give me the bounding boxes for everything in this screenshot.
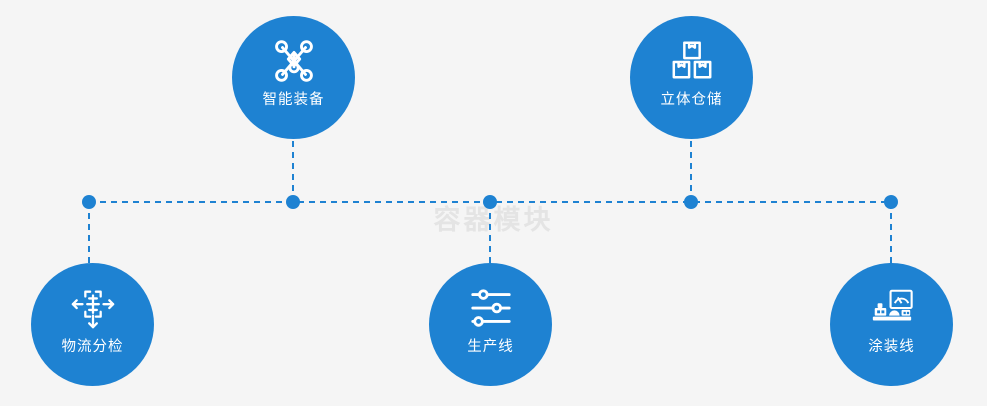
stacked-boxes-icon	[672, 41, 711, 79]
node-label: 智能装备	[262, 92, 325, 108]
node-production-line[interactable]: 生产线	[429, 263, 552, 386]
sliders-icon	[470, 289, 511, 327]
node-label: 物流分检	[61, 339, 124, 355]
node-label: 涂装线	[868, 339, 915, 355]
node-stereoscopic-warehouse[interactable]: 立体仓储	[630, 16, 753, 139]
factory-machine-icon	[872, 289, 913, 321]
node-intelligent-equipment[interactable]: 智能装备	[232, 16, 355, 139]
node-logistics-sorting[interactable]: 物流分检	[31, 263, 154, 386]
network-nodes-icon	[274, 40, 313, 82]
node-label: 生产线	[467, 339, 514, 355]
sorting-arrows-icon	[71, 290, 114, 329]
node-painting-line[interactable]: 涂装线	[830, 263, 953, 386]
node-label: 立体仓储	[660, 92, 723, 108]
watermark-text: 容器模块	[433, 205, 554, 236]
